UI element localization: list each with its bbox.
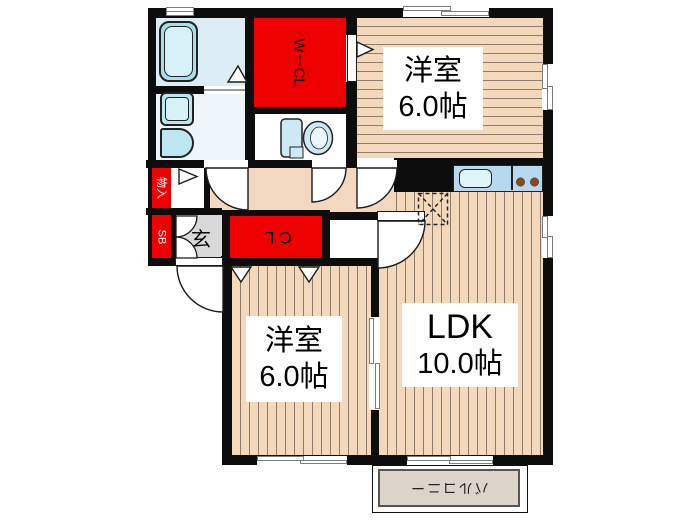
- wall-sb-right: [171, 215, 176, 258]
- wall-bedroom2-ldk-lower: [371, 410, 379, 455]
- kitchen-counter-divider: [511, 166, 513, 190]
- wall-washblock-right: [245, 18, 255, 160]
- window-bedroom1-right-sash2: [547, 86, 553, 110]
- wall-left-upper: [148, 8, 156, 266]
- wall-cl-right: [322, 210, 330, 263]
- window-bedroom1-top-sash1: [403, 6, 451, 11]
- window-bedroom1-top-sash2: [441, 11, 489, 16]
- wall-bedroom2-ldk-upper: [371, 258, 379, 317]
- wall-wcl-toilet-divider: [254, 107, 346, 114]
- monoire-label: 物入: [154, 177, 167, 199]
- washing-machine-inner: [165, 97, 189, 121]
- wall-top: [148, 8, 553, 18]
- sliding-door-bedroom2-ldk: [368, 317, 380, 410]
- window-bedroom2-bottom-sash2: [300, 459, 347, 464]
- window-bedroom1-right-sash1: [542, 64, 548, 89]
- bedroom1-name: 洋室: [403, 54, 462, 87]
- closet-cl: [230, 216, 322, 258]
- sliding-door-bedroom2-ldk-panel1: [369, 318, 374, 364]
- ldk-size: 10.0帖: [417, 348, 503, 380]
- wall-wcl-right-lower: [346, 82, 357, 160]
- wall-corridor-top-1: [146, 160, 204, 168]
- washbasin: [160, 128, 194, 158]
- wall-monoire-right: [204, 160, 210, 215]
- sliding-door-bedroom2-ldk-panel2: [374, 363, 380, 409]
- bedroom2-label: 洋室 6.0帖: [246, 316, 342, 402]
- wall-wcl-right-upper: [346, 18, 357, 35]
- wall-corridor-top-3: [346, 160, 357, 168]
- toilet-door-opening: [312, 160, 346, 168]
- wcl-door-leaf: [347, 34, 357, 82]
- wcl-label: W－CL: [290, 38, 308, 87]
- balcony-label: バルコニー: [409, 480, 489, 496]
- sb-label: SB: [155, 229, 168, 244]
- bedroom2-name: 洋室: [264, 325, 323, 357]
- shoebox-sb: [152, 215, 171, 258]
- ldk-door-leaf: [377, 211, 425, 221]
- ldk-label: LDK 10.0帖: [402, 303, 518, 387]
- wall-kitchen-back: [453, 158, 543, 165]
- kitchen-sink: [459, 169, 492, 188]
- entrance-door-arc: [176, 265, 224, 313]
- window-bathroom-top: [166, 7, 194, 16]
- bedroom1-size: 6.0帖: [398, 90, 468, 123]
- wall-bath-wash-divider: [152, 86, 204, 94]
- washroom-door-opening: [204, 160, 248, 168]
- bedroom2-size: 6.0帖: [259, 361, 329, 393]
- balcony-sliding-door-sash1: [407, 456, 451, 461]
- wall-kitchen-block: [394, 158, 453, 192]
- window-bedroom2-bottom-sash1: [257, 456, 304, 461]
- wall-cl-top: [230, 210, 322, 216]
- genkan-label: 玄: [191, 228, 211, 251]
- bedroom1-label: 洋室 6.0帖: [383, 47, 483, 130]
- bedroom1-door-opening: [357, 160, 397, 168]
- bathtub-inner: [164, 26, 193, 77]
- wall-cl-left: [222, 210, 230, 263]
- walkin-closet: [254, 18, 346, 107]
- corridor-floor: [210, 168, 394, 212]
- wall-ldk-door-stub: [330, 212, 377, 220]
- entrance-door-leaf: [175, 257, 223, 266]
- ldk-door-swing-area: [330, 220, 377, 258]
- wall-bottom: [222, 455, 553, 465]
- window-ldk-right-sash2: [547, 236, 553, 258]
- wall-bedroom2-top: [222, 258, 371, 266]
- wall-genkan-bottom-left: [148, 256, 177, 266]
- bath-folding-door: [204, 86, 245, 94]
- ldk-name: LDK: [426, 308, 494, 346]
- wall-left-lower: [222, 258, 232, 465]
- storage-monoire: [152, 168, 171, 208]
- balcony-deck: [378, 469, 520, 507]
- monoire-interior: [171, 168, 204, 208]
- toilet-room-floor: [254, 114, 346, 160]
- wall-corridor-top-2: [248, 160, 312, 168]
- cl-label: CL: [260, 228, 292, 247]
- wall-monoire-bottom: [146, 208, 222, 215]
- balcony-sliding-door-sash2: [449, 459, 493, 464]
- window-ldk-right-sash1: [542, 216, 548, 238]
